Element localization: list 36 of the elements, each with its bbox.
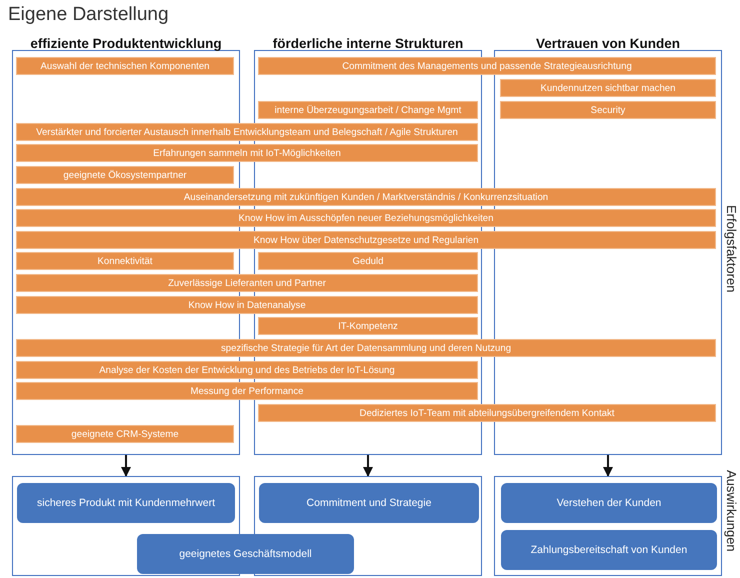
outcome-box: sicheres Produkt mit Kundenmehrwert	[17, 483, 235, 523]
factor-bar: interne Überzeugungsarbeit / Change Mgmt	[258, 101, 478, 119]
factor-bar: Commitment des Managements und passende Strategieausrichtung	[258, 57, 716, 75]
arrow	[363, 455, 373, 477]
factor-bar: Analyse der Kosten der Entwicklung und des Betriebs der IoT-Lösung	[16, 361, 478, 379]
factor-bar: Verstärkter und forcierter Austausch innerhalb Entwicklungsteam und Belegschaft / Agile Strukturen	[16, 123, 478, 141]
column-heading: effiziente Produktentwicklung	[29, 36, 223, 51]
arrow	[603, 455, 613, 477]
arrow	[121, 455, 131, 477]
factor-bar: spezifische Strategie für Art der Datensammlung und deren Nutzung	[16, 339, 716, 357]
factor-bar: Know How im Ausschöpfen neuer Beziehungsmöglichkeiten	[16, 209, 716, 227]
factor-bar: Auseinandersetzung mit zukünftigen Kunden / Marktverständnis / Konkurrenzsituation	[16, 188, 716, 206]
side-label: Auswirkungen	[724, 470, 739, 552]
factor-bar: Erfahrungen sammeln mit IoT-Möglichkeiten	[16, 144, 478, 162]
source-note: Eigene Darstellung	[8, 4, 169, 26]
factor-bar: Messung der Performance	[16, 382, 478, 400]
factor-bar: geeignete Ökosystempartner	[16, 166, 234, 184]
outcome-box: Verstehen der Kunden	[501, 483, 717, 523]
outcome-box: geeignetes Geschäftsmodell	[137, 534, 354, 574]
factor-bar: Geduld	[258, 252, 478, 270]
factor-bar: Know How über Datenschutzgesetze und Regularien	[16, 231, 716, 249]
factor-bar: geeignete CRM-Systeme	[16, 425, 234, 443]
outcome-box: Commitment und Strategie	[259, 483, 479, 523]
factor-bar: IT-Kompetenz	[258, 317, 478, 335]
factor-bar: Zuverlässige Lieferanten und Partner	[16, 274, 478, 292]
factor-bar: Konnektivität	[16, 252, 234, 270]
factor-bar: Auswahl der technischen Komponenten	[16, 57, 234, 75]
factor-bar: Security	[500, 101, 716, 119]
factor-bar: Know How in Datenanalyse	[16, 296, 478, 314]
side-label: Erfolgsfaktoren	[724, 205, 739, 292]
column-heading: förderliche interne Strukturen	[272, 36, 464, 51]
factor-bar: Kundennutzen sichtbar machen	[500, 79, 716, 97]
outcome-frame	[494, 476, 722, 576]
outcome-box: Zahlungsbereitschaft von Kunden	[501, 530, 717, 570]
factor-bar: Dediziertes IoT-Team mit abteilungsübergreifendem Kontakt	[258, 404, 716, 422]
column-heading: Vertrauen von Kunden	[534, 36, 682, 51]
